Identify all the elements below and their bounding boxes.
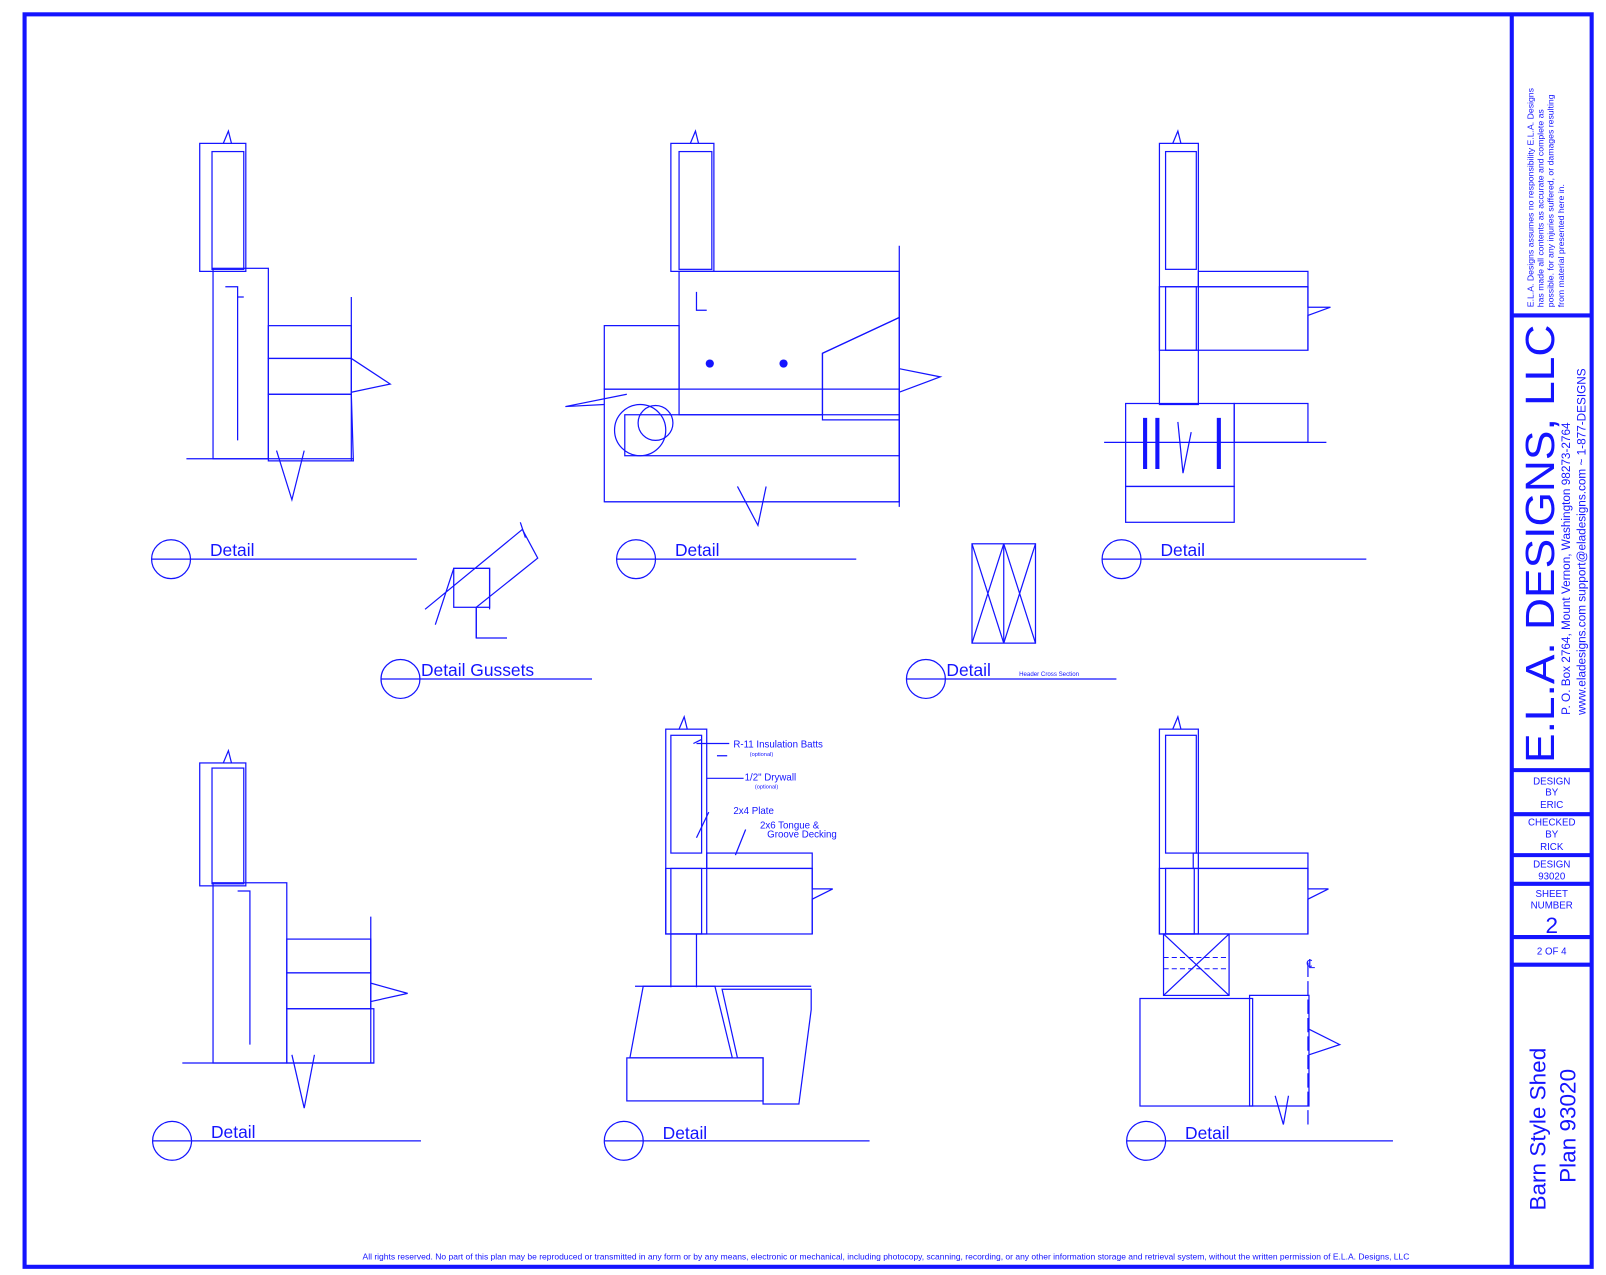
design-number: 93020 [1538,872,1566,883]
project-plan: Plan 93020 [1555,1069,1580,1183]
detail-label-text: Detail [946,660,991,680]
checked-by-label: CHECKED [1528,817,1576,828]
callout-decking-2: Groove Decking [767,830,837,841]
detail-label-6: Detail [1126,1120,1393,1161]
disclaimer-line: from material presented here in. [1556,184,1566,307]
detail-block-foundation [182,748,408,1109]
detail-footing-drain [565,129,943,528]
detail-header-drawing [971,543,1037,644]
detail-gusset-drawing [424,522,539,639]
detail-slab-foundation [186,129,392,503]
detail-label-gussets: Detail Gussets [380,658,593,700]
centerline-symbol: ℄ [1306,957,1315,971]
disclaimer-line: possible. for any injuries suffered, or … [1546,94,1556,307]
detail-label-text: Detail [210,540,255,560]
sheet-of: 2 OF 4 [1537,946,1567,957]
sheet-border [22,12,1594,1269]
callout-decking-1: 2x6 Tongue & [760,820,820,831]
detail-label-4: Detail [151,1120,421,1161]
designer-name: ERIC [1540,800,1563,811]
detail-label-2: Detail [615,539,857,580]
callout-drywall-note: (optional) [755,785,779,791]
detail-label-header: Detail Header Cross Section [905,658,1117,700]
callout-drywall: 1/2" Drywall [745,772,797,783]
company-contact: www.eladesigns.com support@eladesigns.co… [1576,368,1589,716]
sheet-number: 2 [1545,913,1558,938]
copyright-footer: All rights reserved. No part of this pla… [363,1252,1410,1262]
detail-label-text: Detail Gussets [421,660,534,680]
project-name: Barn Style Shed [1526,1048,1551,1211]
detail-label-1: Detail [150,539,417,580]
title-block: E.L.A. Designs assumes no responsibility… [1511,87,1592,1211]
detail-label-3: Detail [1101,539,1367,580]
checker-name: RICK [1540,842,1564,853]
detail-wall-decking [626,714,833,1105]
detail-post-foundation [1139,714,1342,1127]
company-address: P. O. Box 2764, Mount Vernon, Washington… [1560,422,1573,715]
sheet-number-label: SHEET [1536,889,1568,900]
checked-by-label: BY [1545,830,1558,841]
callout-plate: 2x4 Plate [733,806,774,817]
detail-sublabel: Header Cross Section [1019,671,1080,678]
design-by-label: DESIGN [1533,776,1570,787]
design-by-label: BY [1545,788,1558,799]
detail-pier-joist [1104,129,1331,523]
company-name: E.L.A. DESIGNS, LLC [1517,325,1563,763]
disclaimer-line: E.L.A. Designs assumes no responsibility… [1525,87,1535,307]
detail-label-5: Detail [603,1120,870,1161]
callout-insulation-note: (optional) [750,752,774,758]
detail-label-text: Detail [211,1122,256,1142]
sheet-number-label: NUMBER [1531,900,1573,911]
detail-label-text: Detail [675,540,720,560]
detail-label-text: Detail [1185,1123,1230,1143]
callout-insulation: R-11 Insulation Batts [733,740,823,751]
disclaimer-line: has made all contents as accurate and co… [1536,109,1546,308]
design-number-label: DESIGN [1533,859,1570,870]
detail-label-text: Detail [1160,540,1205,560]
detail-label-text: Detail [663,1123,708,1143]
